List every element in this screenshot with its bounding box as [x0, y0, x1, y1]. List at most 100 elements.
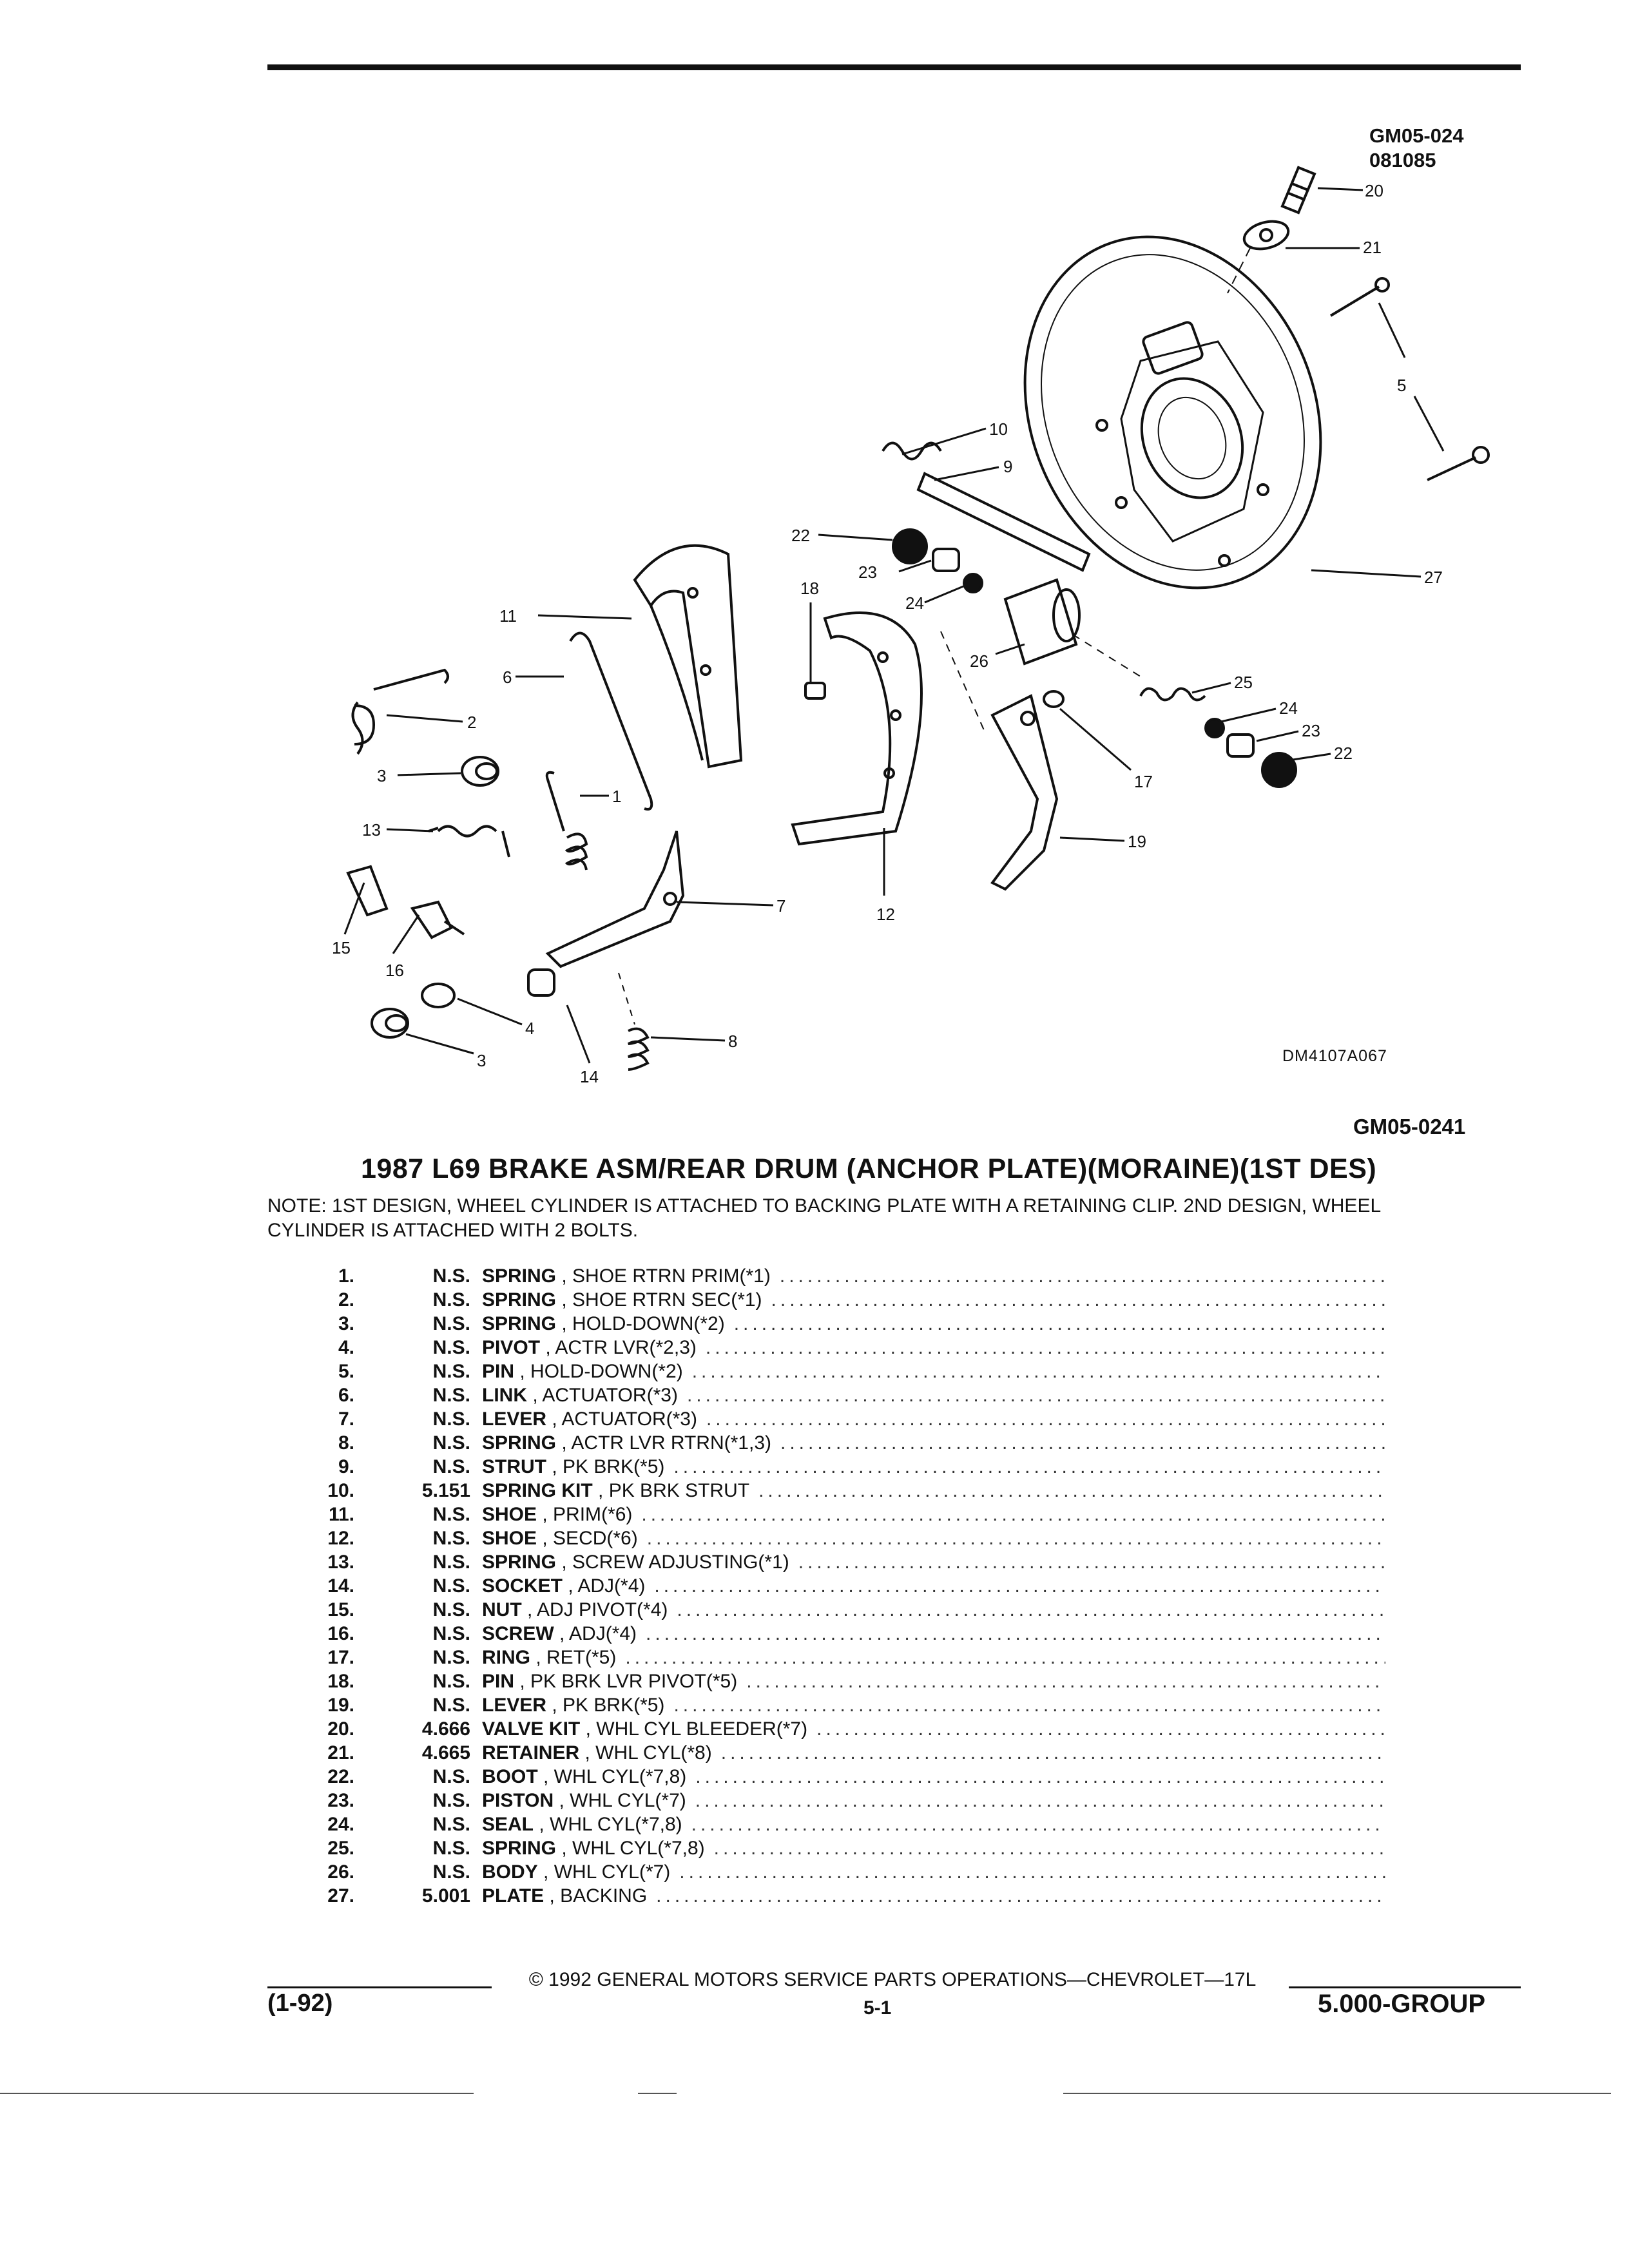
part-number: 16. — [327, 1623, 354, 1644]
callout: 3 — [377, 766, 386, 785]
part-number: 19. — [327, 1695, 354, 1716]
pivot-pin-part — [804, 682, 826, 700]
parts-list: 1.N.S.SPRING , SHOE RTRN PRIM(*1).......… — [303, 1264, 1385, 1908]
dot-leader: ........................................… — [625, 1647, 1385, 1668]
part-detail: , HOLD-DOWN(*2) — [519, 1361, 683, 1382]
part-code: N.S. — [432, 1671, 470, 1692]
part-description: NUT , ADJ PIVOT(*4).....................… — [482, 1598, 1385, 1622]
retaining-ring-part — [1043, 690, 1065, 708]
part-description: VALVE KIT , WHL CYL BLEEDER(*7).........… — [482, 1717, 1385, 1741]
adjusting-spring-part — [428, 825, 510, 858]
part-detail: , PK BRK(*5) — [552, 1456, 665, 1477]
part-detail: , RET(*5) — [535, 1647, 617, 1668]
top-rule — [267, 64, 1521, 70]
part-number: 3. — [338, 1313, 354, 1334]
part-name: SHOE — [482, 1528, 537, 1549]
parts-row: 22.N.S.BOOT , WHL CYL(*7,8).............… — [303, 1765, 1385, 1789]
part-description: SPRING , ACTR LVR RTRN(*1,3)............… — [482, 1431, 1385, 1455]
part-number: 4. — [338, 1337, 354, 1358]
dot-leader: ........................................… — [798, 1552, 1385, 1573]
part-number: 21. — [327, 1742, 354, 1763]
part-name: SPRING — [482, 1313, 557, 1334]
part-description: SEAL , WHL CYL(*7,8)....................… — [482, 1812, 1385, 1836]
part-number: 7. — [338, 1408, 354, 1430]
parts-row: 8. N.S. SPRING , ACTR LVR RTRN(*1,3)......… — [303, 1431, 1385, 1455]
callout: 25 — [1234, 673, 1253, 692]
parts-row: 9.N.S.STRUT , PK BRK(*5)................… — [303, 1455, 1385, 1479]
dot-leader: ........................................… — [686, 1385, 1385, 1406]
callout: 26 — [970, 651, 988, 671]
part-detail: , WHL CYL(*8) — [584, 1742, 712, 1763]
parts-row: 2.N.S.SPRING , SHOE RTRN SEC(*1)........… — [303, 1288, 1385, 1312]
part-name: PIN — [482, 1361, 515, 1382]
part-name: SPRING — [482, 1289, 557, 1311]
part-name: SPRING — [482, 1432, 557, 1454]
part-code: N.S. — [432, 1814, 470, 1835]
part-code: N.S. — [432, 1647, 470, 1668]
part-description: SPRING , SHOE RTRN PRIM(*1).............… — [482, 1264, 1385, 1288]
link-part — [569, 631, 653, 811]
bleeder-valve-part — [1280, 166, 1316, 215]
callout: 23 — [1302, 721, 1320, 740]
header-code-b: 081085 — [1369, 149, 1436, 171]
part-name: PISTON — [482, 1790, 554, 1811]
callout: 27 — [1424, 568, 1443, 587]
part-name: LEVER — [482, 1695, 547, 1716]
dot-leader: ........................................… — [641, 1504, 1385, 1525]
part-detail: , WHL CYL(*7,8) — [561, 1838, 705, 1859]
page-title: 1987 L69 BRAKE ASM/REAR DRUM (ANCHOR PLA… — [361, 1153, 1377, 1184]
callout: 7 — [776, 896, 786, 916]
part-number: 27. — [327, 1885, 354, 1907]
dot-leader: ........................................… — [646, 1623, 1385, 1644]
dot-leader: ........................................… — [746, 1671, 1385, 1692]
callout: 6 — [503, 668, 512, 687]
part-code: N.S. — [432, 1599, 470, 1620]
part-code: N.S. — [432, 1432, 470, 1454]
part-description: BODY , WHL CYL(*7)......................… — [482, 1860, 1385, 1884]
pivot-part — [421, 983, 456, 1008]
part-code: N.S. — [432, 1838, 470, 1859]
part-description: BOOT , WHL CYL(*7,8)....................… — [482, 1765, 1385, 1789]
part-number: 25. — [327, 1838, 354, 1859]
hold-down-spring-part — [371, 756, 499, 1039]
dot-leader: ........................................… — [695, 1790, 1385, 1811]
parts-row: 12.N.S.SHOE , SECD(*6)..................… — [303, 1526, 1385, 1550]
part-description: LEVER , ACTUATOR(*3)....................… — [482, 1407, 1385, 1431]
part-name: PIVOT — [482, 1337, 541, 1358]
part-detail: , WHL CYL(*7) — [559, 1790, 686, 1811]
part-name: NUT — [482, 1599, 522, 1620]
dot-leader: ........................................… — [816, 1718, 1385, 1740]
part-description: SPRING , SCREW ADJUSTING(*1)............… — [482, 1550, 1385, 1574]
footer-rule-left — [267, 1986, 492, 1988]
parking-brake-lever-part — [990, 694, 1059, 891]
callout: 24 — [905, 593, 924, 613]
part-detail: , ACTR LVR RTRN(*1,3) — [561, 1432, 771, 1454]
part-description: PLATE , BACKING.........................… — [482, 1884, 1385, 1908]
part-detail: , ADJ(*4) — [559, 1623, 637, 1644]
part-name: SEAL — [482, 1814, 534, 1835]
part-code: N.S. — [432, 1861, 470, 1883]
part-detail: , PK BRK(*5) — [552, 1695, 665, 1716]
part-number: 24. — [327, 1814, 354, 1835]
parts-row: 18.N.S.PIN , PK BRK LVR PIVOT(*5).......… — [303, 1669, 1385, 1693]
part-code: 4.666 — [421, 1718, 470, 1740]
parts-row: 24. N.S. SEAL , WHL CYL(*7,8).............… — [303, 1812, 1385, 1836]
part-number: 15. — [327, 1599, 354, 1620]
part-number: 5. — [338, 1361, 354, 1382]
part-name: BOOT — [482, 1766, 538, 1787]
group-number: 5.000-GROUP — [1318, 1990, 1486, 2018]
part-name: BODY — [482, 1861, 538, 1883]
part-code: N.S. — [432, 1337, 470, 1358]
dot-leader: ........................................… — [691, 1361, 1385, 1382]
parts-row: 13.N.S.SPRING , SCREW ADJUSTING(*1).....… — [303, 1550, 1385, 1574]
callout: 1 — [612, 787, 621, 806]
callout: 17 — [1134, 772, 1153, 791]
dot-leader: ........................................… — [780, 1432, 1385, 1454]
part-detail: , HOLD-DOWN(*2) — [561, 1313, 725, 1334]
part-description: PIN , HOLD-DOWN(*2).....................… — [482, 1360, 1385, 1383]
parts-row: 7.N.S.LEVER , ACTUATOR(*3)..............… — [303, 1407, 1385, 1431]
part-number: 8. — [338, 1432, 354, 1454]
